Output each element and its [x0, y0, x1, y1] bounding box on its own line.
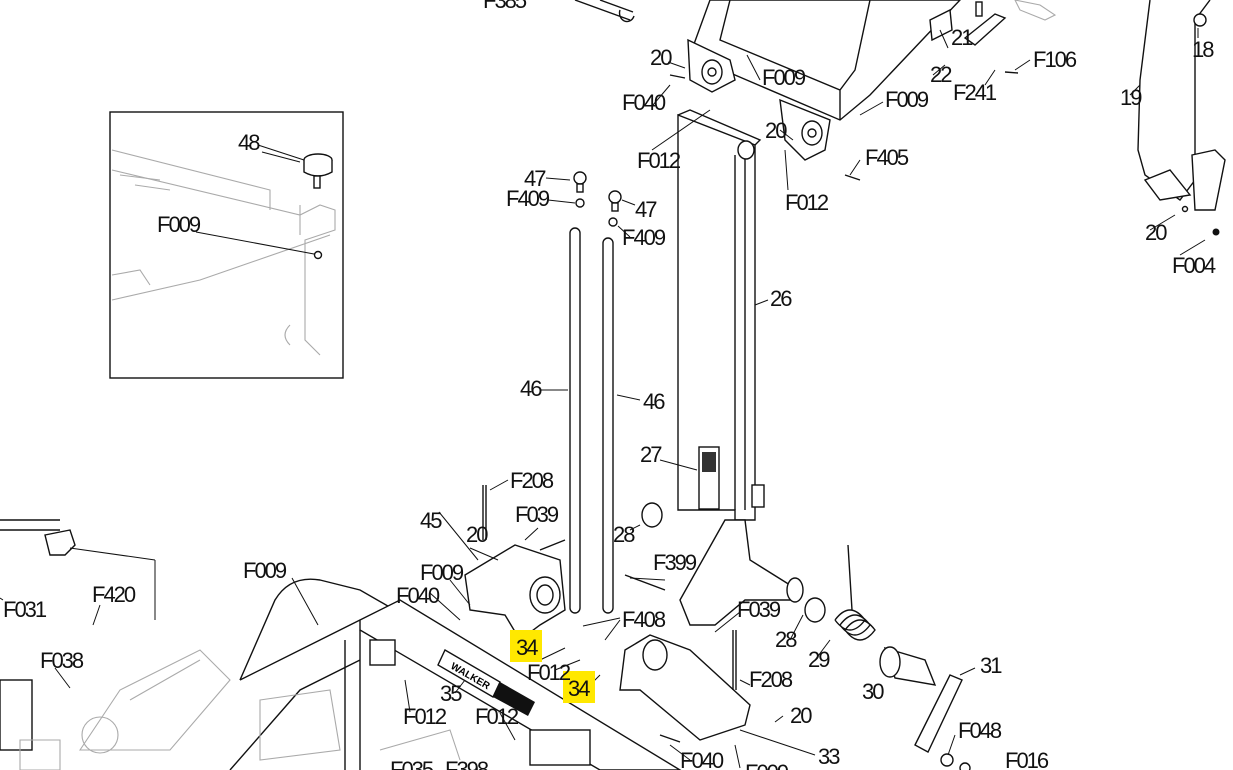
- sleeve-30: [879, 646, 937, 686]
- callout-label: 26: [770, 286, 792, 311]
- upper-frame: [574, 0, 1057, 161]
- callout-label: 48: [238, 130, 260, 155]
- highlight-34a: [510, 630, 542, 662]
- right-arm: [1137, 0, 1226, 236]
- callout-label: F398: [445, 757, 489, 770]
- highlight-34b: [563, 671, 595, 703]
- callout-label: F035: [390, 757, 434, 770]
- spring-29: [834, 544, 876, 641]
- callout-label: F106: [1033, 47, 1077, 72]
- callout-label: 35: [440, 681, 462, 706]
- lift-rods-46: [569, 171, 622, 614]
- callout-label: F040: [622, 90, 666, 115]
- link-31: [914, 674, 963, 753]
- callout-label: F408: [622, 607, 666, 632]
- callout-label: F012: [527, 660, 571, 685]
- callout-label: 20: [765, 118, 787, 143]
- callout-label: F385: [483, 0, 527, 13]
- callout-label: F039: [515, 502, 559, 527]
- callout-labels: F385 20 F009 21 22 F241 F106 18 19 F040 …: [3, 0, 1218, 770]
- callout-label: F009: [243, 558, 287, 583]
- mast-column: [677, 109, 765, 521]
- callout-label: 22: [930, 62, 952, 87]
- ghosted-components: [19, 649, 461, 770]
- callout-label: F012: [785, 190, 829, 215]
- callout-label: F009: [762, 65, 806, 90]
- callout-label: 34: [568, 676, 590, 701]
- fitting-47: [608, 190, 622, 212]
- bumper-part-48: [303, 153, 333, 189]
- callout-label: 31: [980, 653, 1002, 678]
- callout-label: F012: [637, 148, 681, 173]
- callout-label: 29: [808, 647, 830, 672]
- callout-label: 28: [775, 627, 797, 652]
- callout-label: 33: [818, 744, 840, 769]
- callout-label: F040: [396, 583, 440, 608]
- callout-label: F031: [3, 597, 47, 622]
- callout-label: F039: [737, 597, 781, 622]
- lift-arm: [679, 519, 804, 626]
- callout-label: F012: [403, 704, 447, 729]
- callout-label: 20: [650, 45, 672, 70]
- main-frame: WALKER: [0, 519, 682, 770]
- callout-label: 47: [635, 197, 657, 222]
- callout-label: F208: [510, 468, 554, 493]
- callout-label: 30: [862, 679, 884, 704]
- callout-label: F038: [40, 648, 84, 673]
- callout-label: F016: [1005, 748, 1049, 770]
- pivot-bracket-45: [464, 544, 566, 642]
- callout-label: F420: [92, 582, 136, 607]
- callout-label: 19: [1120, 85, 1142, 110]
- callout-label: F009: [420, 560, 464, 585]
- callout-label: 27: [640, 442, 662, 467]
- bushing-28: [641, 502, 826, 623]
- callout-label: F009: [885, 87, 929, 112]
- fitting-47: [573, 171, 587, 193]
- callout-label: 20: [466, 522, 488, 547]
- callout-label: F048: [958, 718, 1002, 743]
- callout-label: 28: [613, 522, 635, 547]
- callout-label: F399: [653, 550, 697, 575]
- callout-label: F012: [475, 704, 519, 729]
- callout-label: 18: [1192, 37, 1214, 62]
- leader-lines: [0, 28, 1206, 769]
- callout-label: 47: [524, 166, 546, 191]
- callout-label: F409: [622, 225, 666, 250]
- callout-label: 45: [420, 508, 442, 533]
- callout-label: 46: [520, 376, 542, 401]
- inset-detail: [109, 111, 344, 379]
- callout-label: F009: [745, 760, 789, 770]
- callout-label: F405: [865, 145, 909, 170]
- callout-label: 46: [643, 389, 665, 414]
- callout-label: F040: [680, 748, 724, 770]
- callout-label: F409: [506, 186, 550, 211]
- callout-label: 34: [516, 635, 538, 660]
- callout-label: 20: [1145, 220, 1167, 245]
- pivot-bracket-33: [619, 634, 751, 741]
- callout-label: F241: [953, 80, 997, 105]
- callout-label: F009: [157, 212, 201, 237]
- callout-label: F004: [1172, 253, 1216, 278]
- bolt-fasteners: [482, 71, 1019, 743]
- callout-label: 20: [790, 703, 812, 728]
- callout-label: F208: [749, 667, 793, 692]
- callout-label: 21: [951, 25, 973, 50]
